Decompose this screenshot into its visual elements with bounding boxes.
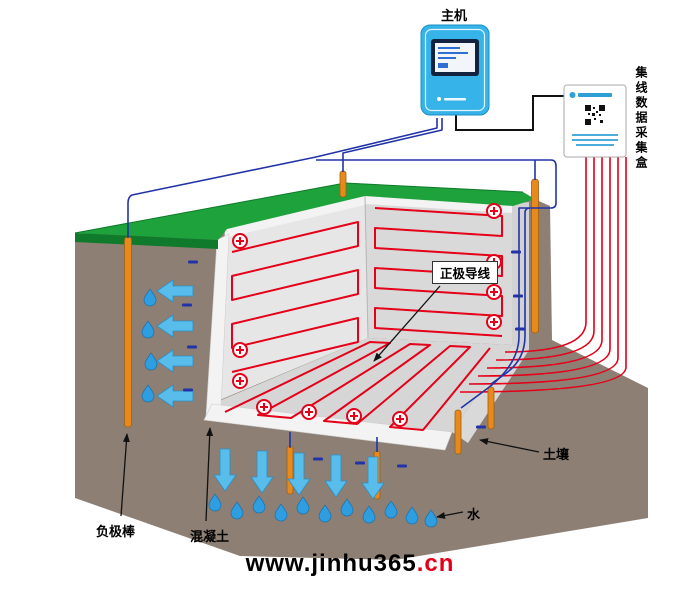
negative-wire-runs [127,118,557,452]
collector-box [563,84,627,158]
collector-qr-code [585,105,605,125]
concrete-pointer [205,427,214,522]
collector-logo-text [578,93,612,97]
negative-rod-bottom-a [286,445,294,495]
grass-surface [75,183,535,240]
positive-terminal-icon [486,203,502,219]
soil-label: 土壤 [543,447,570,462]
negative-charge-icon [511,250,521,254]
positive-terminal-icon [232,233,248,249]
concrete-label: 混凝土 [190,529,230,544]
negative-rod-slope-b [487,386,495,430]
collector-info-text [572,134,618,146]
positive-terminal-icon [232,373,248,389]
negative-charge-icon [187,345,197,349]
negative-charge-icon [513,294,523,298]
label-pointers [120,285,540,522]
negative-charge-icon [397,464,407,468]
main-unit-device [420,24,490,116]
negative-rod-slope-a [454,409,462,455]
pit-corner-edge [364,195,369,339]
device-frame [424,28,486,112]
positive-terminal-icon [486,284,502,300]
negative-rod-label: 负极棒 [96,524,136,539]
negative-charge-icon [313,457,323,461]
website-suffix: .cn [416,550,455,577]
website-prefix: www.jinhu365 [245,550,417,577]
positive-wire-pointer [373,285,441,362]
device-logo-text [444,98,466,101]
website-text: www.jinhu365.cn [0,550,700,578]
positive-wire-serpentine-left [231,221,359,373]
grass-edge [75,233,218,249]
negative-rod-pointer [120,433,130,517]
wall-top-band-left [225,196,365,238]
negative-charge-icon [183,388,193,392]
positive-terminal-icon [232,342,248,358]
collector-logo-icon [569,92,576,98]
wall-top-band-right [365,196,512,213]
soil-pointer [479,438,540,453]
device-logo-icon [437,97,441,101]
negative-charge-icon [182,303,192,307]
negative-charge-icon [188,260,198,264]
negative-rod-left [124,236,132,428]
device-screen-content [438,47,468,68]
water-pointer [436,511,464,519]
pit-floor [212,338,512,432]
negative-charge-icon [355,461,365,465]
positive-terminal-icon [392,411,408,427]
positive-wire-label: 正极导线 [432,261,499,284]
signal-wire [455,95,564,131]
negative-charge-icon [476,425,486,429]
negative-rod-top [339,170,347,198]
positive-terminal-icon [486,314,502,330]
negative-rod-right-tall [531,178,539,334]
collector-box-label: 集线数据采集盒 [634,66,648,171]
positive-terminal-icon [256,399,272,415]
positive-terminal-icon [346,408,362,424]
main-unit-label: 主机 [441,8,468,23]
positive-terminal-icon [301,404,317,420]
negative-charge-icon [515,327,525,331]
water-label: 水 [467,507,481,522]
